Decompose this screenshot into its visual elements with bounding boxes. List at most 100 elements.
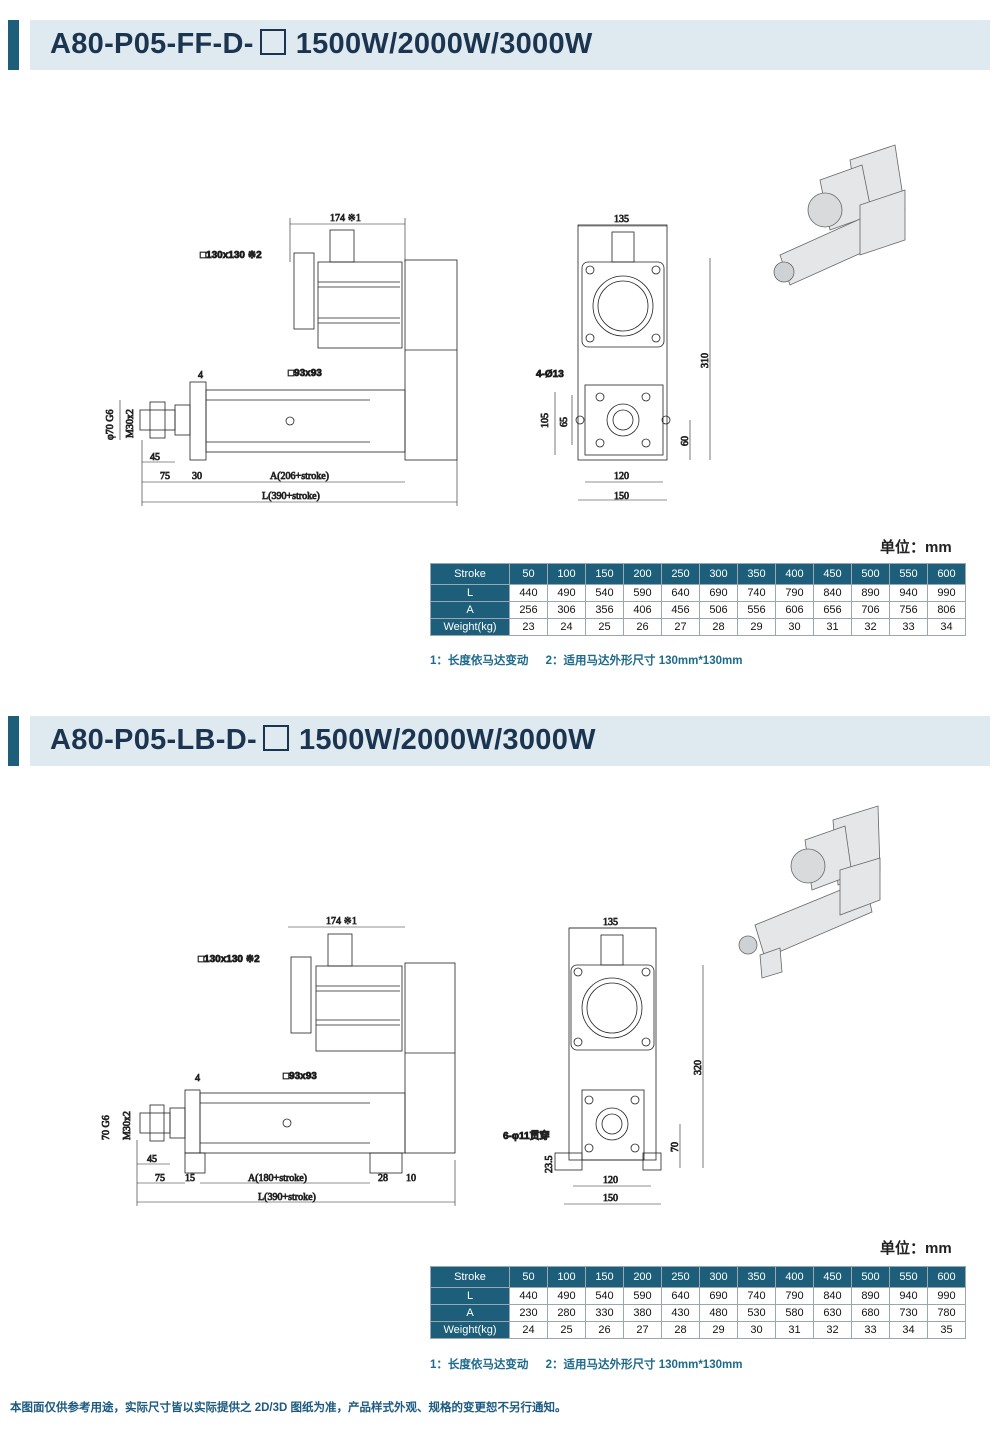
dim-motor-length: 174 ※1	[326, 916, 357, 927]
table-cell: 580	[775, 1304, 814, 1322]
product-3d-render-ff	[773, 144, 906, 286]
flange-face	[584, 384, 664, 456]
table-cell: 350	[737, 563, 776, 585]
dim-150: 150	[603, 1193, 618, 1204]
dim-width: 135	[614, 214, 629, 225]
dim-120: 120	[603, 1175, 618, 1186]
table-cell: 50	[509, 563, 548, 585]
note-1: 1：长度依马达变动	[430, 1359, 529, 1371]
table-cell: 780	[927, 1304, 966, 1322]
section-accent	[8, 20, 19, 70]
table-cell: 256	[509, 601, 548, 619]
dim-holes: 6-φ11贯穿	[503, 1129, 550, 1142]
dim-body-square: □93x93	[283, 1071, 317, 1082]
section-title: A80-P05-FF-D-1500W/2000W/3000W	[50, 28, 593, 60]
table-cell: 506	[699, 601, 738, 619]
table-cell: 300	[699, 1266, 738, 1288]
dim-motor-length: 174 ※1	[330, 213, 361, 224]
row-header-cell: L	[430, 584, 510, 602]
dim-rod-dia: 70 G6	[101, 1115, 112, 1140]
dim-23-5: 23.5	[544, 1156, 555, 1174]
motor-face	[581, 261, 665, 348]
table-cell: 640	[661, 584, 700, 602]
front-view-drawing-ff: 135 310 4-Ø13 105 65 60 120 150	[536, 214, 712, 503]
side-view-drawing-lb: 174 ※1 □130x130 ※2 □93x93 4 70 G6 M30x2 …	[101, 916, 456, 1206]
side-view-drawing-ff: 174 ※1 □130x130 ※2 □93x93 4 φ70 G6 M30x2…	[105, 213, 458, 506]
table-cell: 250	[661, 563, 700, 585]
dim-rod-dia: φ70 G6	[105, 410, 116, 441]
table-cell: 806	[927, 601, 966, 619]
table-cell: 600	[927, 563, 966, 585]
table-cell: 990	[927, 584, 966, 602]
dim-L: L(390+stroke)	[262, 491, 320, 502]
dim-thread: M30x2	[125, 409, 136, 438]
table-cell: 840	[813, 584, 852, 602]
table-cell: 100	[547, 563, 586, 585]
table-cell: 730	[889, 1304, 928, 1322]
dim-65: 65	[559, 417, 570, 427]
table-cell: 406	[623, 601, 662, 619]
table-cell: 330	[585, 1304, 624, 1322]
table-cell: 450	[813, 1266, 852, 1288]
table-cell: 740	[737, 1287, 776, 1305]
unit-label: 单位：mm	[880, 539, 952, 556]
table-cell: 790	[775, 584, 814, 602]
row-header-cell: L	[430, 1287, 510, 1305]
row-header-cell: Stroke	[430, 1266, 510, 1288]
table-cell: 50	[509, 1266, 548, 1288]
table-cell: 25	[585, 618, 624, 636]
dim-width: 135	[603, 917, 618, 928]
table-cell: 740	[737, 584, 776, 602]
dim-120: 120	[614, 471, 629, 482]
table-cell: 940	[889, 584, 928, 602]
table-cell: 33	[889, 618, 928, 636]
table-cell: 440	[509, 1287, 548, 1305]
table-cell: 150	[585, 563, 624, 585]
dim-150: 150	[614, 491, 629, 502]
dim-28: 28	[378, 1173, 388, 1184]
table-cell: 100	[547, 1266, 586, 1288]
table-cell: 33	[851, 1321, 890, 1339]
table-cell: 540	[585, 584, 624, 602]
table-cell: 600	[927, 1266, 966, 1288]
table-cell: 28	[699, 618, 738, 636]
table-cell: 890	[851, 1287, 890, 1305]
dim-thread: M30x2	[122, 1111, 133, 1140]
dim-70: 70	[670, 1142, 681, 1152]
table-cell: 840	[813, 1287, 852, 1305]
table-cell: 400	[775, 1266, 814, 1288]
notes: 1：长度依马达变动 2：适用马达外形尺寸 130mm*130mm	[430, 1356, 756, 1372]
table-cell: 34	[889, 1321, 928, 1339]
table-cell: 306	[547, 601, 586, 619]
notes: 1：长度依马达变动 2：适用马达外形尺寸 130mm*130mm	[430, 652, 756, 668]
table-cell: 28	[661, 1321, 700, 1339]
row-header-cell: A	[430, 1304, 510, 1322]
section-title: A80-P05-LB-D-1500W/2000W/3000W	[50, 724, 596, 756]
table-cell: 356	[585, 601, 624, 619]
table-cell: 30	[775, 618, 814, 636]
dim-60: 60	[680, 436, 691, 446]
table-cell: 26	[585, 1321, 624, 1339]
table-cell: 940	[889, 1287, 928, 1305]
table-cell: 456	[661, 601, 700, 619]
table-cell: 550	[889, 1266, 928, 1288]
table-cell: 31	[813, 618, 852, 636]
table-cell: 26	[623, 618, 662, 636]
table-cell: 24	[547, 618, 586, 636]
table-cell: 150	[585, 1266, 624, 1288]
dim-105: 105	[540, 413, 551, 428]
table-cell: 25	[547, 1321, 586, 1339]
dim-body-square: □93x93	[288, 368, 322, 379]
belt-housing	[404, 259, 458, 461]
table-cell: 300	[699, 563, 738, 585]
section-accent	[8, 716, 19, 766]
front-flange	[189, 381, 207, 461]
dim-15: 15	[185, 1173, 195, 1184]
